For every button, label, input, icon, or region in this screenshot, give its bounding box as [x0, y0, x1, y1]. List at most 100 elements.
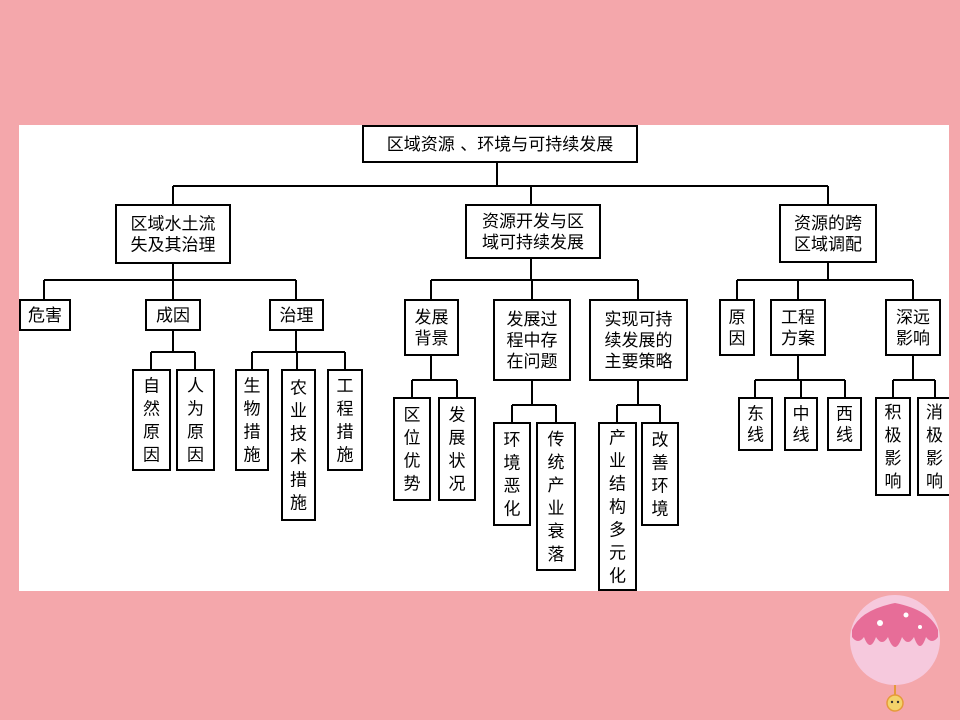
branch-soil-erosion-label: 失及其治理	[131, 236, 216, 256]
node-sustainable-strategies-label: 主要策略	[605, 352, 673, 372]
node-west-line-label: 线	[836, 426, 853, 446]
node-industry-diversification-label: 构	[609, 498, 626, 518]
node-agri-tech-measures-label: 农	[290, 379, 307, 399]
node-industry-diversification-box	[598, 422, 637, 591]
node-reason-box	[719, 299, 755, 356]
node-location-advantage-label: 优	[404, 452, 421, 472]
node-hazard-box	[19, 299, 71, 331]
node-negative-impact-label: 影	[926, 449, 943, 469]
node-natural-cause-label: 原	[143, 423, 160, 443]
node-human-cause-label: 人	[187, 377, 204, 397]
node-negative-impact-label: 响	[926, 472, 943, 492]
node-traditional-industry-decline-label: 业	[548, 499, 565, 519]
node-reason-label: 因	[729, 329, 746, 349]
node-middle-line-box	[784, 397, 818, 451]
node-middle-line-label: 中	[793, 405, 810, 425]
branch-resource-transfer-label: 区域调配	[794, 235, 862, 255]
branch-resource-development-box	[465, 204, 601, 259]
node-industry-diversification-label: 结	[609, 475, 626, 495]
node-traditional-industry-decline-label: 衰	[548, 522, 565, 542]
node-dev-background-box	[404, 299, 459, 356]
node-positive-impact-box	[875, 397, 911, 496]
node-positive-impact-label: 响	[885, 472, 902, 492]
node-east-line: 东线	[738, 397, 773, 451]
node-agri-tech-measures-label: 术	[290, 448, 307, 468]
node-agri-tech-measures-label: 技	[290, 425, 307, 445]
node-location-advantage-box	[393, 397, 431, 501]
node-traditional-industry-decline-box	[536, 422, 576, 571]
node-agri-tech-measures-label: 业	[290, 402, 307, 422]
root-topic-label: 区域资源 、环境与可持续发展	[387, 135, 613, 155]
node-agri-tech-measures-box	[281, 369, 316, 521]
node-negative-impact-label: 消	[926, 403, 943, 423]
root-topic: 区域资源 、环境与可持续发展	[362, 125, 638, 163]
node-bio-measures-label: 物	[244, 400, 261, 420]
node-env-deterioration-label: 恶	[504, 477, 521, 497]
node-reason-label: 原	[729, 308, 746, 328]
node-bio-measures-label: 措	[244, 423, 261, 443]
node-east-line-label: 线	[747, 426, 764, 446]
node-hazard-label: 危害	[28, 306, 62, 326]
node-far-reaching-impact-box	[885, 299, 941, 356]
branch-resource-transfer-box	[779, 204, 877, 263]
node-industry-diversification-label: 多	[609, 521, 626, 541]
node-location-advantage-label: 区	[404, 406, 421, 426]
node-dev-problems-label: 在问题	[507, 352, 558, 372]
node-sustainable-strategies-box	[589, 299, 688, 381]
node-cause: 成因	[145, 299, 201, 331]
node-dev-status-label: 发	[449, 406, 466, 426]
node-industry-diversification-label: 产	[609, 429, 626, 449]
ice-cream-balloon-decoration	[850, 595, 940, 712]
node-dev-problems-label: 发展过	[507, 310, 558, 330]
node-industry-diversification-label: 元	[609, 544, 626, 564]
node-natural-cause-label: 因	[143, 446, 160, 466]
node-bio-measures-label: 生	[244, 377, 261, 397]
node-env-deterioration-label: 化	[504, 500, 521, 520]
branch-soil-erosion-box	[115, 204, 231, 264]
node-cause-box	[145, 299, 201, 331]
node-natural-cause-label: 然	[143, 400, 160, 420]
connectors	[43, 162, 936, 423]
node-control-box	[269, 299, 324, 331]
node-engineering-measures-label: 措	[337, 423, 354, 443]
branch-soil-erosion-label: 区域水土流	[131, 215, 216, 235]
node-location-advantage-label: 势	[404, 475, 421, 495]
node-human-cause-label: 原	[187, 423, 204, 443]
node-middle-line-label: 线	[793, 426, 810, 446]
node-control: 治理	[269, 299, 324, 331]
node-dev-status-box	[438, 397, 476, 501]
node-engineering-plan-box	[770, 299, 826, 356]
node-west-line: 西线	[827, 397, 862, 451]
node-natural-cause-label: 自	[143, 377, 160, 397]
node-industry-diversification-label: 化	[609, 567, 626, 587]
node-bio-measures-label: 施	[244, 446, 261, 466]
node-engineering-measures-label: 程	[337, 400, 354, 420]
node-negative-impact-box	[917, 397, 949, 496]
node-west-line-label: 西	[836, 405, 853, 425]
node-improve-environment-label: 善	[652, 454, 669, 474]
node-env-deterioration-label: 环	[504, 431, 521, 451]
node-agri-tech-measures-label: 措	[290, 471, 307, 491]
node-sustainable-strategies-label: 实现可持	[605, 310, 673, 330]
node-agri-tech-measures-label: 施	[290, 494, 307, 514]
node-dev-problems-box	[493, 299, 571, 381]
node-engineering-plan-label: 工程	[781, 308, 815, 328]
node-human-cause-box	[176, 369, 215, 471]
root-topic-box	[362, 125, 638, 163]
branch-resource-transfer-label: 资源的跨	[794, 214, 862, 234]
